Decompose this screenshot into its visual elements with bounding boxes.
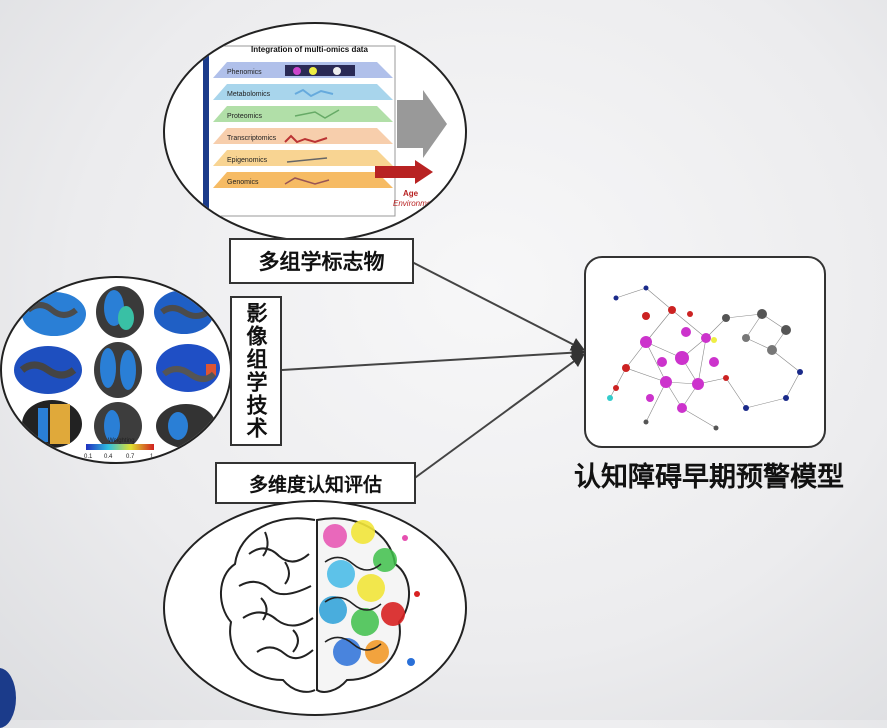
omics-layer-genomics: Genomics (227, 179, 259, 186)
brain-illustration (219, 517, 420, 693)
cognition-label-text: 多维度认知评估 (248, 473, 382, 496)
omics-layer-epigenomics: Epigenomics (227, 157, 268, 164)
network-model-box (584, 256, 826, 448)
corner-decoration (0, 668, 16, 728)
omics-layer-phenomics: Phenomics (227, 69, 262, 76)
omics-layer-proteomics: Proteomics (227, 113, 263, 120)
omics-layer-metabolomics: Metabolomics (227, 91, 271, 98)
model-title-text: 认知障碍早期预警模型 (574, 461, 844, 493)
brain-scans (14, 286, 220, 450)
omics-layer-transcriptomics: Transcriptomics (227, 135, 277, 142)
arrow-multiomics-to-model (411, 261, 586, 351)
imaging-label: 影像组学技术 (230, 296, 282, 446)
left-brain-outline (219, 517, 316, 693)
integration-arrow-icon (397, 90, 447, 158)
right-brain-colored (316, 517, 420, 693)
colorbar-title: Weighting (108, 438, 135, 444)
brain-imaging-figure: Weighting 0.1 0.4 0.7 1 (14, 286, 220, 460)
cognition-label: 多维度认知评估 (215, 462, 416, 504)
colorbar-tick-3: 1 (150, 454, 154, 460)
age-arrow-icon (375, 160, 433, 184)
colorbar-tick-2: 0.7 (126, 454, 135, 460)
weighting-colorbar (86, 444, 154, 450)
model-title: 认知障碍早期预警模型 (544, 452, 874, 496)
network-graph (607, 285, 803, 431)
imaging-label-text: 影像组学技术 (244, 302, 268, 440)
multiomics-label-text: 多组学标志物 (258, 250, 385, 274)
multiomics-ellipse: Integration of multi-omics data Phenomic… (163, 22, 467, 242)
colorbar-tick-0: 0.1 (84, 454, 93, 460)
environment-label: Environment (393, 199, 439, 208)
imaging-ellipse: Weighting 0.1 0.4 0.7 1 (0, 276, 232, 464)
arrow-cognition-to-model (411, 353, 586, 481)
arrow-imaging-to-model (281, 345, 586, 371)
omics-layers: Phenomics Metabolomics Proteomics Transc… (213, 62, 393, 188)
age-label: Age (403, 189, 419, 198)
network-edges (609, 287, 801, 429)
colorbar-tick-1: 0.4 (104, 454, 113, 460)
network-nodes (607, 285, 803, 431)
multiomics-diagram: Integration of multi-omics data Phenomic… (203, 28, 447, 217)
multiomics-title: Integration of multi-omics data (251, 45, 368, 54)
cognition-ellipse (163, 500, 467, 716)
multiomics-label: 多组学标志物 (229, 238, 414, 284)
